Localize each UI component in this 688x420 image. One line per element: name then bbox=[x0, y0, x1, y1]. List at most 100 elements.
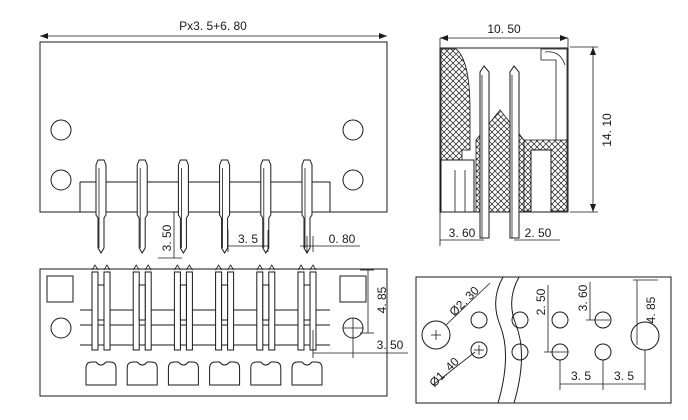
side-latch-curve bbox=[545, 52, 565, 65]
bottom-pin-tip bbox=[145, 265, 151, 270]
arrow-left bbox=[440, 35, 448, 41]
pcb-hole-small bbox=[595, 344, 611, 360]
bottom-pin-right bbox=[186, 272, 192, 350]
bottom-pin-left bbox=[174, 272, 180, 350]
pcb-hole-small-label: Ø1. 40 bbox=[426, 354, 462, 390]
bottom-view: 4. 85 3. 50 bbox=[40, 265, 408, 396]
side-lower-right-block bbox=[531, 150, 551, 212]
bottom-pin-left bbox=[298, 272, 304, 350]
pcb-offset-label: 3. 60 bbox=[576, 284, 590, 311]
bottom-pins bbox=[92, 265, 316, 350]
bottom-pin-right bbox=[104, 272, 110, 350]
leader-line bbox=[446, 283, 490, 325]
bottom-pin-center bbox=[98, 285, 104, 320]
pcb-height-label: 4. 85 bbox=[644, 296, 658, 323]
bottom-pin-tip bbox=[104, 265, 110, 270]
bottom-pin-center bbox=[222, 285, 228, 320]
bottom-pin-tip bbox=[269, 265, 275, 270]
front-body bbox=[40, 42, 387, 212]
side-right-slot bbox=[541, 49, 567, 140]
bottom-pin-center bbox=[139, 285, 145, 320]
pcb-break-mark bbox=[496, 277, 522, 403]
bottom-square-right bbox=[340, 276, 366, 302]
front-pin bbox=[261, 160, 271, 253]
front-pin bbox=[302, 160, 312, 253]
bottom-pin-tip bbox=[310, 265, 316, 270]
arrow-down bbox=[590, 204, 596, 212]
mount-hole-bottom-left bbox=[51, 170, 71, 190]
bottom-pin-left bbox=[257, 272, 263, 350]
pcb-hole-large-label: Ø2. 30 bbox=[446, 283, 482, 319]
bottom-pin-left bbox=[133, 272, 139, 350]
mount-hole-bottom-right bbox=[343, 170, 363, 190]
bottom-pin-right bbox=[269, 272, 275, 350]
bottom-pin-tip bbox=[92, 265, 98, 270]
pcb-pitch-2-label: 3. 5 bbox=[614, 369, 634, 383]
side-pin-1 bbox=[480, 66, 489, 238]
bottom-pin-left bbox=[216, 272, 222, 350]
side-housing-outline bbox=[440, 48, 568, 212]
bottom-pin-right bbox=[145, 272, 151, 350]
pcb-pitch-1-label: 3. 5 bbox=[571, 369, 591, 383]
bottom-pad bbox=[127, 362, 157, 385]
mount-hole-top-left bbox=[51, 120, 71, 140]
pcb-hole-small bbox=[552, 312, 568, 328]
pcb-hole-large bbox=[422, 321, 450, 349]
arrow-right bbox=[560, 35, 568, 41]
side-view: 10. 50 14. 10 3. 60 2. 50 bbox=[440, 22, 614, 246]
pin-thickness-label: 0. 80 bbox=[329, 232, 356, 246]
bottom-pin-tip bbox=[257, 265, 263, 270]
pcb-layout: Ø2. 30 Ø1. 40 2. 50 3. 60 4. 85 3. 5 3. … bbox=[416, 277, 671, 403]
side-wall-left-hatch bbox=[441, 49, 470, 160]
pcb-hole-large bbox=[631, 322, 659, 350]
bottom-pad bbox=[251, 362, 281, 385]
pcb-hole-small bbox=[471, 342, 487, 358]
arrow-up bbox=[590, 47, 596, 55]
bottom-pin-tip bbox=[133, 265, 139, 270]
bottom-pin-center bbox=[180, 285, 186, 320]
bottom-square-left bbox=[47, 276, 73, 302]
bottom-height-label: 4. 85 bbox=[375, 286, 389, 313]
side-lower-block bbox=[441, 160, 474, 212]
pcb-hole-small bbox=[512, 312, 528, 328]
pcb-hole-small bbox=[512, 344, 528, 360]
bottom-pin-tip bbox=[228, 265, 234, 270]
bottom-pin-center bbox=[304, 285, 310, 320]
front-pin bbox=[96, 160, 106, 253]
bottom-pin-tip bbox=[174, 265, 180, 270]
bottom-pin-tip bbox=[216, 265, 222, 270]
bottom-pads bbox=[86, 362, 322, 385]
side-width-label: 10. 50 bbox=[487, 22, 521, 36]
bottom-pin-left bbox=[92, 272, 98, 350]
bottom-pin-tip bbox=[298, 265, 304, 270]
bottom-hole-left bbox=[51, 318, 71, 338]
side-height-label: 14. 10 bbox=[600, 113, 614, 147]
front-pin bbox=[137, 160, 147, 253]
bottom-pad bbox=[168, 362, 198, 385]
overall-width-label: Px3. 5+6. 80 bbox=[179, 19, 247, 33]
arrow-right bbox=[379, 33, 387, 39]
pcb-row-spacing-label: 2. 50 bbox=[534, 288, 548, 315]
front-pin bbox=[178, 160, 188, 253]
pcb-frame bbox=[416, 277, 671, 403]
bottom-pad bbox=[292, 362, 322, 385]
pin-below-label: 3. 50 bbox=[160, 224, 174, 251]
bottom-pad bbox=[210, 362, 240, 385]
front-pins bbox=[96, 160, 312, 253]
arrow-left bbox=[40, 33, 48, 39]
pcb-hole-small bbox=[471, 312, 487, 328]
bottom-body bbox=[40, 269, 387, 396]
side-offset-left-label: 3. 60 bbox=[449, 226, 476, 240]
bottom-offset-label: 3. 50 bbox=[377, 338, 404, 352]
side-offset-right-label: 2. 50 bbox=[525, 226, 552, 240]
mount-hole-top-right bbox=[343, 120, 363, 140]
side-pin-2 bbox=[510, 66, 519, 238]
bottom-pin-tip bbox=[186, 265, 192, 270]
front-view: Px3. 5+6. 80 3. 50 3. 5 0. 80 bbox=[40, 19, 387, 258]
bottom-pin-right bbox=[228, 272, 234, 350]
bottom-pad bbox=[86, 362, 116, 385]
bottom-pin-center bbox=[263, 285, 269, 320]
leader-line bbox=[433, 352, 475, 385]
pitch-front-label: 3. 5 bbox=[238, 232, 258, 246]
